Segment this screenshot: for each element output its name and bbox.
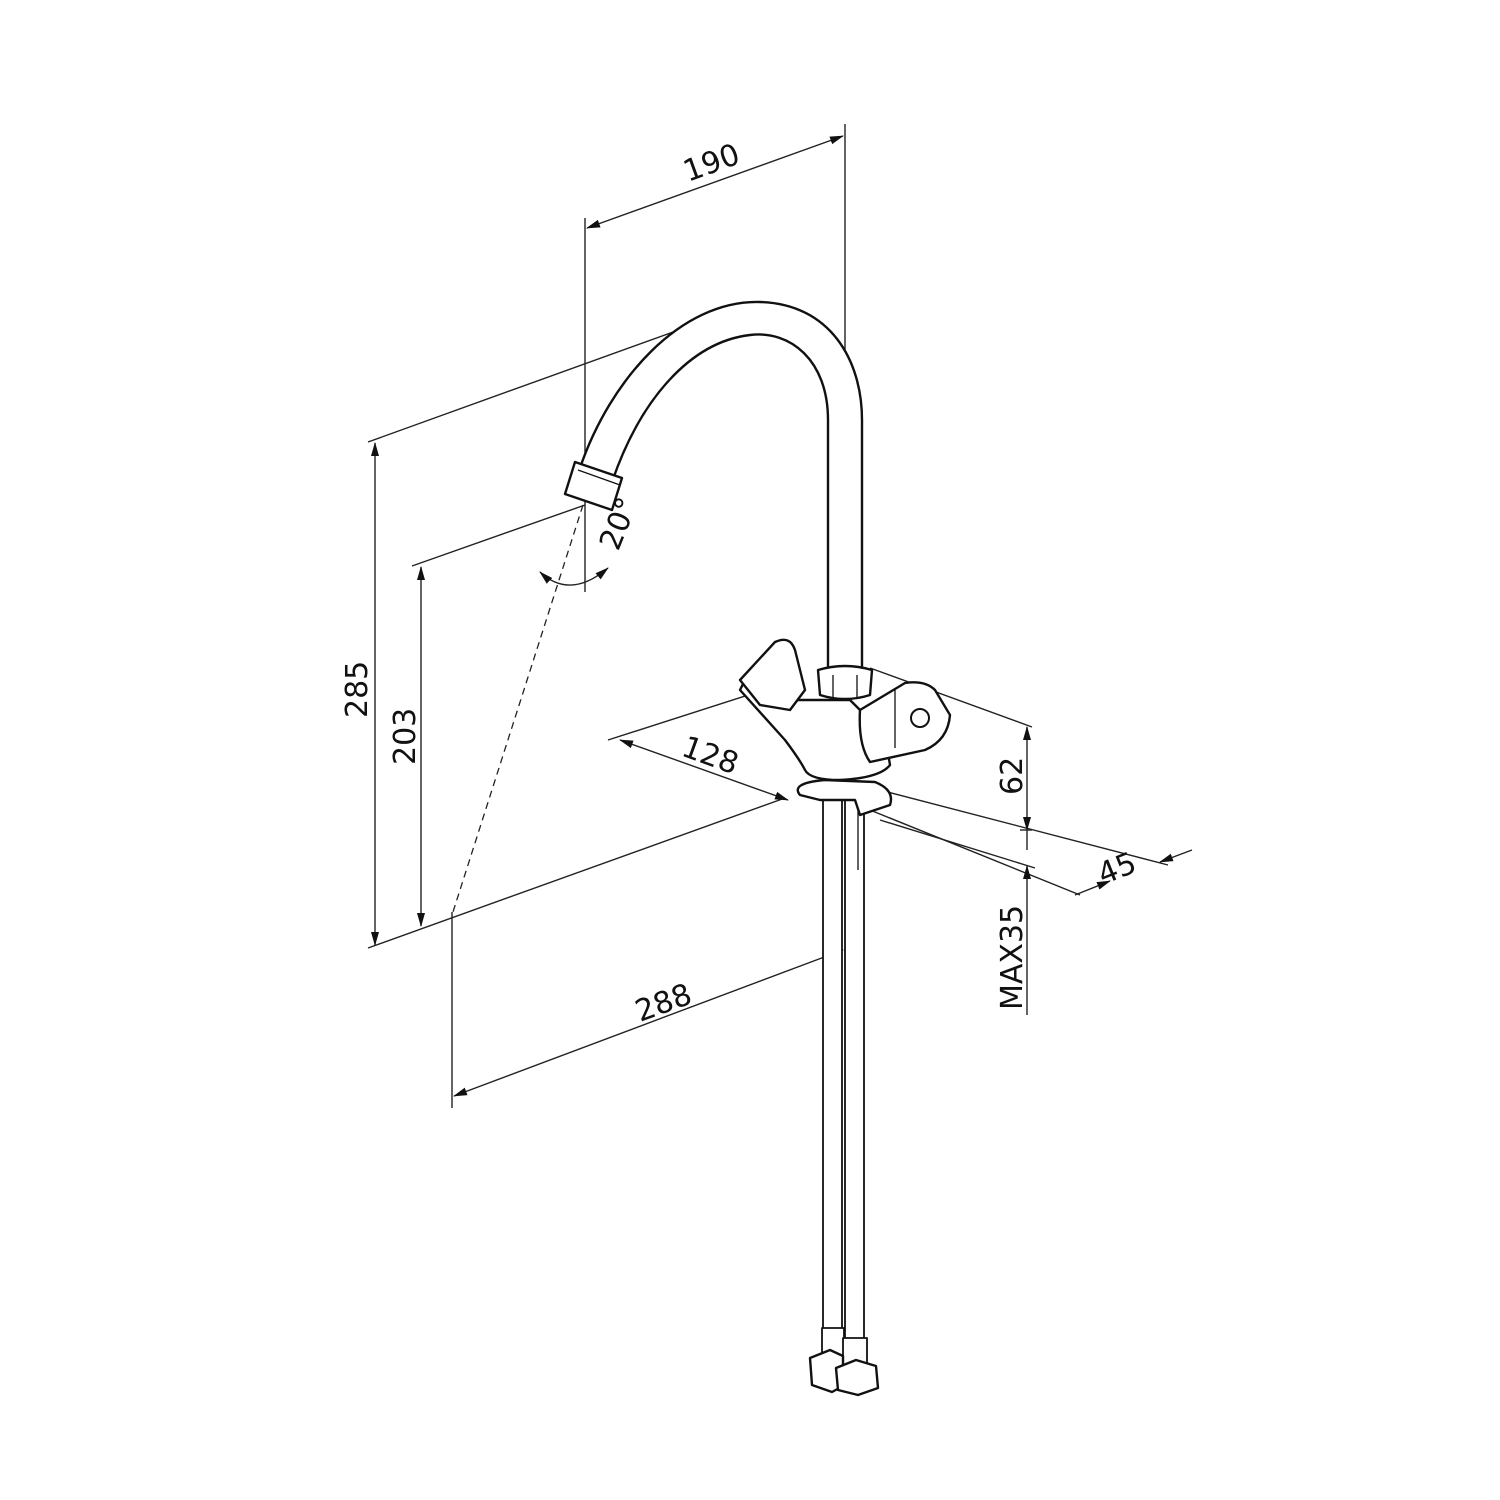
- mounting-clamp: [796, 778, 893, 817]
- label-288: 288: [631, 977, 697, 1029]
- spout: [578, 300, 864, 670]
- extension-lines: [367, 124, 1169, 1108]
- dim-45-a: [1074, 880, 1111, 896]
- right-handle: [858, 681, 952, 764]
- dim-20-angle: [539, 567, 609, 586]
- supply-pipe-left: [822, 789, 843, 1331]
- supply-pipe-right: [844, 789, 865, 1341]
- dim-288: [453, 949, 844, 1097]
- dim-45-b: [1159, 849, 1193, 863]
- dimension-lines: [371, 135, 1193, 1097]
- label-285: 285: [340, 661, 375, 718]
- left-handle: [738, 638, 807, 712]
- label-190: 190: [679, 137, 745, 189]
- aerator: [563, 460, 624, 512]
- fitting-nut-right: [834, 1358, 880, 1397]
- nut: [816, 664, 874, 701]
- dim-128: [619, 739, 789, 801]
- dim-190: [586, 135, 844, 229]
- label-203: 203: [388, 708, 423, 765]
- label-128: 128: [677, 730, 743, 782]
- label-62: 62: [995, 757, 1030, 795]
- label-max35: MAX35: [995, 905, 1030, 1010]
- faucet: [563, 300, 952, 1397]
